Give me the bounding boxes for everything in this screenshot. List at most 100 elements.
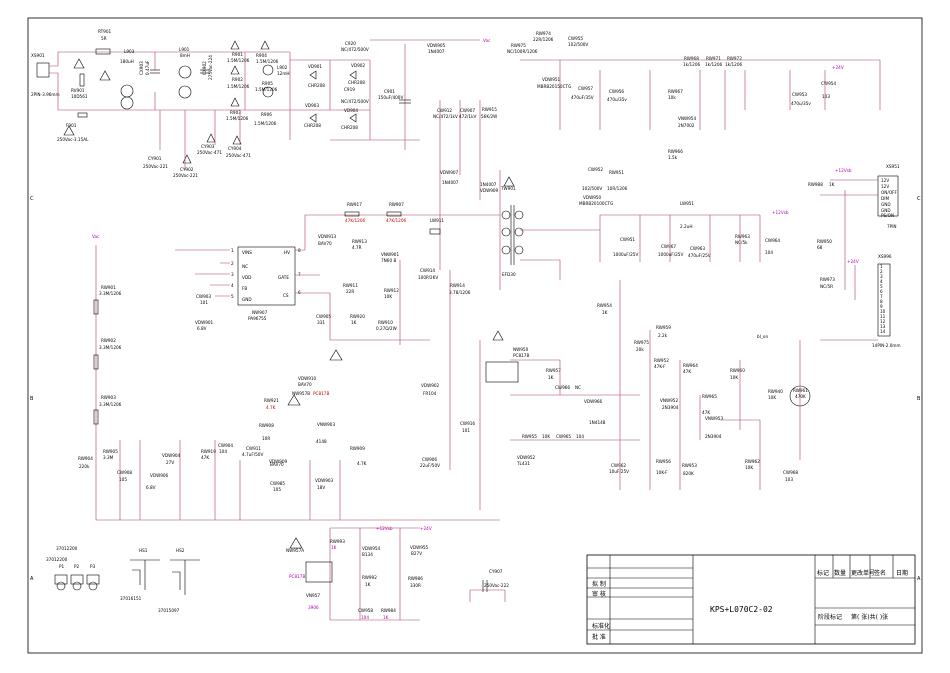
rw950-value: 68: [817, 245, 823, 250]
xs996-pin-11: 11: [880, 314, 886, 319]
warning-triangle-icon: [182, 154, 192, 164]
vdw951-label: VDW951: [542, 77, 561, 82]
tb-rev-change: 更改单号: [851, 569, 875, 577]
pin-num-4: 4: [231, 283, 234, 288]
vdw909-label: VDW909: [480, 188, 499, 193]
rw962-value: 10K: [745, 465, 753, 470]
rw992-value: 1K: [365, 582, 371, 587]
rw968-value: 1k/1206: [683, 62, 700, 67]
rw974-label: RW974: [536, 31, 551, 36]
vdw910-label: VDW910: [298, 376, 317, 381]
vnw954-label: VNW954: [678, 116, 696, 121]
pwm-ic-label: NW907: [252, 310, 268, 315]
rw911-value: 22R: [346, 289, 354, 294]
svg-text:B: B: [30, 396, 34, 402]
rw954-label: RW954: [597, 303, 612, 308]
rw988-label: RW988: [808, 182, 823, 187]
rw971-value: 1k/1206: [705, 62, 722, 67]
vdw909b-label: VDW909: [269, 459, 288, 464]
cw958-value: 104: [361, 615, 369, 620]
rt901-value: 5R: [101, 36, 107, 41]
rw908-value: 10R: [262, 436, 270, 441]
rw975-label: RW975: [511, 43, 526, 48]
cw904-label: CW904: [218, 443, 233, 448]
xs996-pin-3: 3: [880, 274, 883, 279]
c919-value: NC/472/500V: [341, 99, 369, 104]
vnw901-value: 7N60 B: [381, 258, 396, 263]
grid-markers: CBA CBA: [30, 196, 921, 582]
rw912-label: RW912: [384, 288, 399, 293]
rw953-label: RW953: [682, 463, 697, 468]
pin-right-gate: GATE: [278, 275, 289, 280]
l902-label: L902: [277, 65, 288, 70]
r904-label: R904: [256, 53, 267, 58]
rw971-label: RW971: [706, 56, 721, 61]
vdw909-value: 1N4007: [480, 182, 497, 187]
vn957-label: VN957: [306, 593, 320, 598]
rw913-value: 4.7R: [352, 245, 362, 250]
cw968-label: CW968: [783, 470, 798, 475]
f901-value: 250Vac-3.15AL: [57, 137, 89, 142]
rw986-value: 330R: [410, 583, 421, 588]
p-part-label: 37012200: [56, 546, 78, 551]
rw953-value: 820K: [683, 471, 694, 476]
cy903-value: 250Vac-471: [197, 150, 222, 155]
hs1-label: HS1: [139, 548, 148, 553]
r903-value: 1.5M/1206: [226, 116, 249, 121]
rw975b-label: RW975: [634, 340, 649, 345]
cw956-label: CW956: [609, 89, 624, 94]
vdw903-label: VDW903: [315, 478, 334, 483]
xs951-type: 7PIN: [887, 224, 897, 229]
rw962-label: RW962: [745, 459, 760, 464]
cw985-label: CW985: [270, 481, 285, 486]
rw954-value: 1K: [602, 310, 608, 315]
vdw904-value: 27V: [166, 460, 174, 465]
vdw955-label: VDW955: [410, 545, 429, 550]
rw960-label: RW960: [730, 368, 745, 373]
standby-section: +12Vsb +24V NW957A PC817B RW993 1K VDW95…: [286, 526, 509, 621]
cx902-label: CX902: [202, 61, 207, 75]
rw961-value: 470K: [795, 394, 806, 399]
rw950-label: RW950: [817, 239, 832, 244]
vdw913-label: VDW913: [318, 234, 337, 239]
cy901-value: 250Vac-221: [143, 164, 168, 169]
warning-triangle-icon: [230, 97, 240, 107]
rw903-value: 3.3M/1206: [99, 402, 122, 407]
l902-value: 12mH: [277, 71, 290, 76]
nw957b-label: NW957B: [292, 391, 310, 396]
vdw952-label: VDW952: [517, 455, 536, 460]
vdw907-value: 1N4007: [442, 180, 459, 185]
vdw951-value: MBRB20150CTG: [537, 84, 571, 89]
rw914-label: RW914: [450, 283, 465, 288]
cw964-label: CW964: [765, 238, 780, 243]
lw951-label: LW951: [680, 201, 694, 206]
vd904-label: VD904: [344, 108, 358, 113]
lw911-label: LW911: [430, 218, 444, 223]
output24-section: RW974 22R/1206 RW975 NC/100R/1206 CW955 …: [507, 31, 881, 160]
rw964-label: RW964: [683, 363, 698, 368]
hs2-part: 37015097: [158, 608, 180, 613]
cw911-label: CW911: [246, 446, 261, 451]
rw959-label: RW959: [656, 325, 671, 330]
vdw950-value: MBRB20100CTG: [579, 201, 613, 206]
nw957a-label: NW957A: [286, 548, 304, 553]
pwm-ic-value: PA96755: [248, 316, 267, 321]
cw905-label: CW905: [316, 314, 331, 319]
rw966-label: RW966: [668, 149, 683, 154]
rw909-value: 4.7K: [357, 461, 367, 466]
cw955-label: CW955: [568, 36, 583, 41]
r902-value: 1.5M/1206: [227, 84, 250, 89]
v24-mid-net: +24V: [847, 259, 859, 264]
vdw903-value: 18V: [317, 485, 325, 490]
f901-label: F901: [66, 123, 77, 128]
pin-left-4: FB: [242, 286, 247, 291]
vdw907-label: VDW907: [440, 170, 459, 175]
vdw950-label: VDW950: [583, 195, 602, 200]
pin-right-hv: HV: [284, 250, 290, 255]
tb-rev-sign: 签名: [874, 569, 886, 577]
warning-triangle-icon: [63, 125, 75, 136]
snubber-section: CW912 NC/472/1kV CW907 472/1kV RW915 56K…: [433, 100, 524, 290]
warning-triangle-icon: [230, 65, 240, 75]
r901-label: R901: [232, 52, 243, 57]
v12-b-net: +12Vsb: [376, 526, 393, 531]
